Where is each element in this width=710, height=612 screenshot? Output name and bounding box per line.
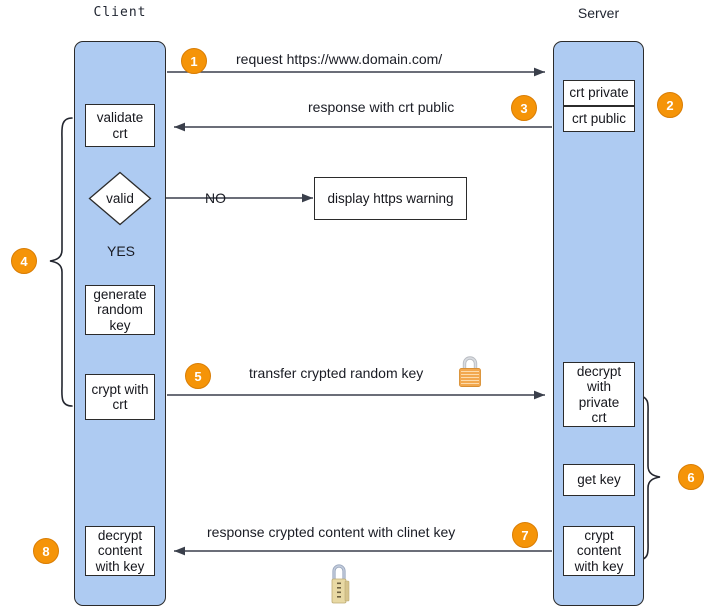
node-get-key-label: get key (577, 472, 621, 488)
step-badge-1[interactable]: 1 (181, 48, 207, 74)
node-decrypt-priv-line1: decrypt (576, 363, 622, 379)
step-badge-2[interactable]: 2 (657, 92, 683, 118)
step-badge-6[interactable]: 6 (678, 464, 704, 490)
label-yes: YES (106, 243, 135, 259)
node-decrypt-content-line3: with key (95, 558, 145, 574)
node-decrypt-priv-line4: crt (591, 410, 607, 425)
node-generate-line1: generate (93, 286, 147, 302)
node-get-key[interactable]: get key (563, 464, 635, 496)
node-crt-private-label: crt private (569, 85, 629, 101)
node-crypt-content-with-key[interactable]: crypt content with key (563, 526, 635, 576)
node-validate-crt[interactable]: validate crt (85, 104, 155, 147)
label-no: NO (205, 190, 226, 206)
node-generate-random-key[interactable]: generate random key (85, 285, 155, 335)
node-decrypt-priv-line3: private (578, 394, 620, 410)
node-generate-line2: random (97, 302, 143, 318)
node-generate-line3: key (109, 317, 131, 333)
node-decrypt-content-with-key[interactable]: decrypt content with key (85, 526, 155, 576)
node-crt-public[interactable]: crt public (563, 106, 635, 132)
node-crypt-content-line2: content (576, 543, 622, 559)
node-valid-label: valid (106, 191, 134, 206)
node-decrypt-content-line2: content (97, 543, 143, 559)
node-decrypt-with-private-crt[interactable]: decrypt with private crt (563, 362, 635, 427)
node-crypt-crt-line1: crypt with (91, 381, 149, 397)
node-decrypt-content-line1: decrypt (97, 527, 143, 543)
padlock-closed-icon (455, 353, 485, 389)
node-https-warning-label: display https warning (327, 190, 454, 206)
step-badge-7[interactable]: 7 (512, 522, 538, 548)
node-crypt-content-line1: crypt (584, 527, 614, 543)
message-label-response-crt: response with crt public (308, 99, 455, 115)
step-badge-3[interactable]: 3 (511, 95, 537, 121)
lane-title-client: Client (93, 5, 147, 20)
node-crypt-crt-line2: crt (112, 397, 128, 412)
node-validate-crt-line2: crt (112, 125, 128, 141)
node-validate-crt-line1: validate (96, 110, 144, 125)
node-crypt-with-crt[interactable]: crypt with crt (85, 374, 155, 420)
message-label-transfer-key: transfer crypted random key (249, 365, 424, 381)
message-label-response-content: response crypted content with clinet key (207, 524, 456, 540)
node-valid-decision[interactable]: valid (88, 171, 152, 226)
node-crt-private[interactable]: crt private (563, 80, 635, 106)
step-badge-8[interactable]: 8 (33, 538, 59, 564)
lane-title-server: Server (577, 5, 620, 21)
message-label-request: request https://www.domain.com/ (236, 51, 443, 67)
node-decrypt-priv-line2: with (586, 379, 611, 394)
node-crypt-content-line3: with key (574, 558, 624, 574)
step-badge-4[interactable]: 4 (11, 248, 37, 274)
step-badge-5[interactable]: 5 (185, 363, 211, 389)
node-display-https-warning[interactable]: display https warning (314, 177, 467, 220)
combination-padlock-icon (326, 560, 352, 604)
node-crt-public-label: crt public (571, 111, 627, 127)
lane-server (553, 41, 644, 606)
